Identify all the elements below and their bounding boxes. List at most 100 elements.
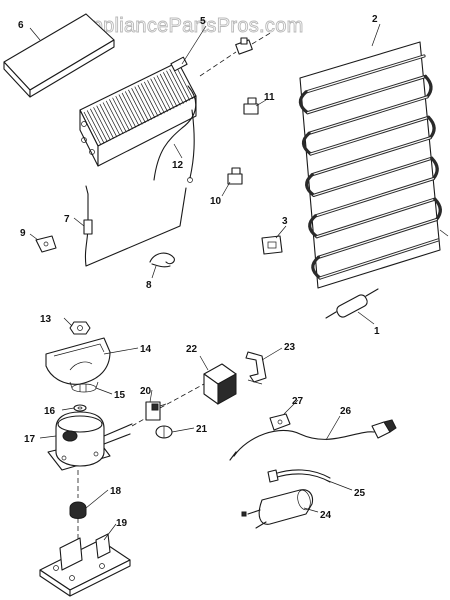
clip-top[interactable] (199, 31, 273, 77)
callout-1: 1 (374, 326, 380, 337)
callout-22: 22 (186, 344, 198, 355)
condenser-fin (112, 97, 130, 131)
part-24-capacitor[interactable] (241, 489, 314, 529)
coil-tube-highlight (305, 55, 425, 93)
callout-8: 8 (146, 280, 152, 291)
callout-23: 23 (284, 342, 296, 353)
part-7-capillary-line[interactable] (83, 185, 187, 267)
condenser-fin (150, 78, 168, 112)
condenser-fin (137, 84, 156, 119)
condenser-fin (169, 69, 187, 103)
callout-17: 17 (24, 434, 36, 445)
condenser-fin (156, 75, 175, 109)
condenser-fin (90, 108, 108, 142)
part-6-insulation-panel[interactable] (3, 13, 115, 98)
condenser-fin (93, 107, 111, 141)
coil-tube-highlight (306, 75, 427, 114)
part-13-nut[interactable] (69, 321, 91, 335)
coil-tube-highlight (314, 178, 434, 217)
coil-bend (433, 197, 442, 222)
callout-21: 21 (196, 424, 208, 435)
condenser-fin (121, 92, 140, 127)
part-18-grommet[interactable] (69, 470, 87, 546)
condenser-fin (131, 88, 149, 122)
coil-bend (427, 115, 436, 140)
callout-13: 13 (40, 314, 52, 325)
callout-5: 5 (200, 16, 206, 27)
part-5-condenser[interactable] (79, 56, 197, 167)
coil-tube-highlight (310, 116, 430, 155)
condenser-fin (124, 91, 143, 125)
part-22-relay-box[interactable] (203, 363, 237, 405)
condenser-fin (96, 105, 115, 139)
coil-tube-highlight (317, 218, 438, 258)
callout-19: 19 (116, 518, 128, 529)
condenser-fin (105, 100, 124, 135)
callout-12: 12 (172, 160, 184, 171)
callout-24: 24 (320, 510, 332, 521)
callout-20: 20 (140, 386, 152, 397)
part-1-drier[interactable] (325, 288, 379, 319)
coil-bend (301, 131, 313, 156)
part-19-base-plate[interactable] (39, 533, 131, 597)
part-3-bracket[interactable] (261, 235, 283, 255)
part-12-tubing[interactable] (153, 85, 197, 183)
leader-lines (29, 23, 381, 541)
part-2-evaporator-coil[interactable] (298, 41, 449, 289)
condenser-fin (159, 73, 178, 108)
part-26-power-cord[interactable] (229, 419, 397, 461)
callout-3: 3 (282, 216, 288, 227)
condenser-fin (153, 76, 172, 111)
coil-tube-highlight (311, 137, 431, 176)
part-10-clip[interactable] (227, 167, 243, 185)
condenser-fin (118, 94, 137, 128)
condenser-fin (102, 102, 121, 136)
coil-tube-highlight (313, 157, 433, 196)
coil-bend (308, 214, 319, 239)
condenser-fin (83, 111, 102, 146)
condenser-fin (109, 99, 127, 133)
part-20-relay[interactable] (145, 401, 167, 421)
part-27-clip[interactable] (269, 413, 291, 431)
part-9-clip[interactable] (35, 235, 57, 253)
part-14-cover[interactable] (45, 337, 111, 385)
callout-25: 25 (354, 488, 366, 499)
condenser-fin (134, 86, 153, 120)
callout-18: 18 (110, 486, 122, 497)
part-21-overload[interactable] (155, 425, 173, 439)
callout-27: 27 (292, 396, 304, 407)
condenser-fin (143, 81, 162, 116)
condenser-fin (175, 65, 194, 100)
condenser-fin (162, 72, 181, 106)
callout-26: 26 (340, 406, 352, 417)
condenser-fin (172, 67, 191, 101)
coil-tube-highlight (316, 198, 436, 238)
callout-15: 15 (114, 390, 126, 401)
part-16-washer[interactable] (73, 404, 87, 412)
callout-labels: 2 6 5 11 12 10 7 9 3 8 1 13 14 15 16 17 … (18, 14, 380, 529)
coil-bend (298, 90, 310, 115)
part-25-strap[interactable] (267, 469, 331, 483)
callout-6: 6 (18, 20, 24, 31)
coil-tube-highlight (308, 96, 428, 134)
coil-bend (311, 255, 322, 280)
callout-7: 7 (64, 214, 70, 225)
callout-11: 11 (264, 92, 275, 103)
condenser-fins (83, 65, 194, 146)
coil-tube-highlight (319, 239, 439, 279)
condenser-fin (115, 95, 134, 130)
callout-10: 10 (210, 196, 222, 207)
watermark-text: AppliancePartsPros.com (78, 15, 304, 37)
condenser-fin (128, 89, 146, 123)
relay-guide-line-2 (159, 383, 205, 409)
coil-bend (305, 173, 316, 197)
part-17-compressor[interactable] (47, 411, 133, 471)
part-11-clip[interactable] (243, 97, 259, 115)
coil-bend (430, 156, 439, 181)
condenser-fin (140, 83, 159, 117)
coil-tubes (298, 54, 442, 280)
callout-16: 16 (44, 406, 56, 417)
part-8-clamp[interactable] (149, 252, 175, 268)
part-23-bracket[interactable] (245, 351, 267, 385)
